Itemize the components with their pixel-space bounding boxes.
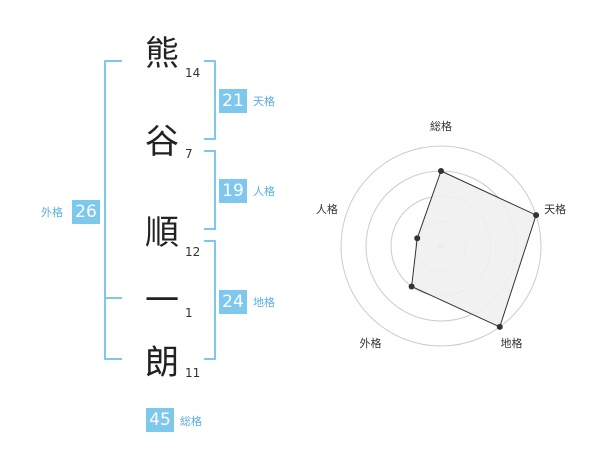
tenkaku-bracket [214,60,216,140]
radar-point-4 [408,283,415,290]
radar-axis-label-4: 外格 [359,336,381,350]
tenkaku-value: 21 [219,89,247,113]
jinkaku-value: 19 [219,179,247,203]
chikaku-label: 地格 [253,296,275,309]
radar-points [408,168,540,330]
radar-axis-label-3: 地格 [501,336,523,350]
gaikaku-value: 26 [72,200,100,224]
name-char-3: 順 [145,213,179,253]
radar-point-5 [414,235,421,242]
name-char-5: 朗 [145,343,179,383]
jinkaku-bracket-bottom [204,228,216,230]
name-char-2: 谷 [145,122,179,162]
name-char-4: 一 [145,281,179,321]
stroke-count-3: 12 [185,245,201,259]
radar-axis-label-5: 人格 [316,202,338,216]
gaikaku-bracket-top [104,60,122,62]
soukaku-value: 45 [146,408,174,432]
chikaku-value: 24 [219,290,247,314]
gaikaku-bracket-bottom [104,358,122,360]
radar-ring-4 [340,145,542,347]
stroke-count-2: 7 [185,147,193,161]
tenkaku-label: 天格 [253,95,275,108]
stroke-count-5: 11 [185,366,201,380]
tenkaku-bracket-bottom [204,138,216,140]
jinkaku-label: 人格 [253,185,275,198]
radar-axis-label-2: 天格 [544,202,566,216]
radar-point-1 [438,168,444,174]
radar-point-2 [533,212,540,219]
chikaku-bracket-bottom [204,358,216,360]
stroke-count-4: 1 [185,306,193,320]
gaikaku-bracket [104,60,106,360]
radar-data-area [411,170,537,328]
jinkaku-bracket [214,150,216,230]
stroke-count-1: 14 [185,66,201,80]
gaikaku-label: 外格 [41,206,63,219]
tenkaku-bracket-top [204,60,216,62]
chikaku-bracket [214,240,216,360]
soukaku-label: 総格 [180,415,202,428]
chikaku-bracket-top [204,240,216,242]
radar-point-3 [496,323,503,330]
jinkaku-bracket-top [204,150,216,152]
gaikaku-bracket-mid [104,297,122,299]
radar-axis-label-1: 総格 [430,119,452,133]
name-char-1: 熊 [145,34,179,74]
